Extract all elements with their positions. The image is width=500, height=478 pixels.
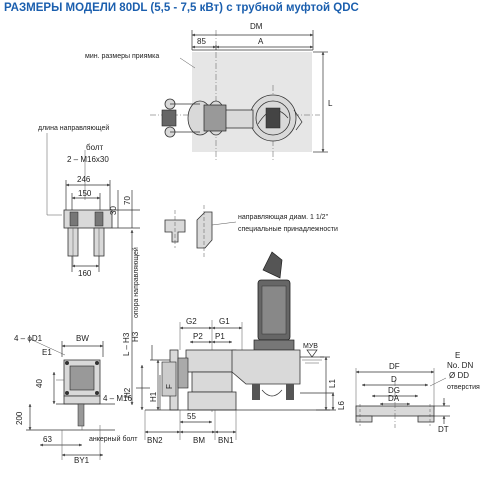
flange-view (355, 368, 450, 428)
dim-200: 200 (15, 411, 24, 425)
discharge-elbow (185, 349, 237, 373)
label-m16: 4 – M16 (103, 394, 132, 403)
dim-40: 40 (35, 379, 44, 388)
guide-bracket-view (46, 133, 140, 405)
dim-bn2: BN2 (147, 436, 163, 445)
dim-70: 70 (123, 196, 132, 205)
dim-dm: DM (250, 22, 263, 31)
dim-g1: G1 (219, 317, 230, 326)
top-view (150, 30, 328, 160)
label-muv: МУВ (303, 343, 318, 350)
label-by1: BY1 (74, 456, 90, 465)
dim-f: F (165, 384, 174, 389)
label-holes: отверстия (447, 384, 480, 391)
dim-h1: H1 (149, 391, 158, 402)
discharge-pipe (224, 109, 254, 129)
label-bw: BW (76, 334, 89, 343)
page-title: РАЗМЕРЫ МОДЕЛИ 80DL (5,5 - 7,5 кВт) с тр… (4, 2, 359, 14)
dim-da: DA (388, 394, 400, 403)
label-accessories: специальные принадлежности (238, 226, 338, 233)
dim-160: 160 (78, 269, 92, 278)
cable-entry (262, 251, 283, 279)
base-foot-view (26, 338, 115, 460)
label-dd: Ø DD (449, 371, 469, 380)
dim-bm: BM (193, 436, 205, 445)
dim-dt: DT (438, 425, 449, 434)
label-bolt: болт (86, 143, 104, 152)
pit-outline (192, 52, 312, 152)
label-l-h3: L – H3 (122, 332, 131, 356)
dim-55: 55 (187, 412, 196, 421)
dim-63: 63 (43, 435, 52, 444)
dim-p1: P1 (215, 332, 225, 341)
label-guide-len: длина направляющей (38, 124, 109, 132)
label-no-dn: No. DN (447, 361, 473, 370)
dim-bn1: BN1 (218, 436, 234, 445)
dim-dg: DG (388, 386, 400, 395)
dim-h3: H3 (131, 331, 140, 342)
side-view (136, 251, 336, 440)
dim-g2: G2 (186, 317, 197, 326)
pump-volute (231, 349, 301, 385)
dim-p2: P2 (193, 332, 203, 341)
dim-246: 246 (77, 175, 91, 184)
dim-d: D (391, 375, 397, 384)
dim-30: 30 (109, 206, 118, 215)
accessories-view (164, 205, 237, 258)
label-bolt-spec: 2 – M16x30 (67, 155, 109, 164)
label-e: E (455, 351, 460, 360)
dim-150: 150 (78, 189, 92, 198)
label-anchor: анкерный болт (89, 435, 138, 443)
label-min-pit: мин. размеры приямка (85, 53, 159, 60)
label-guide-support: опора направляющей (132, 247, 140, 318)
dim-85: 85 (197, 37, 206, 46)
dim-h2: H2 (123, 387, 132, 398)
dim-a: A (258, 37, 264, 46)
label-guide-dia: направляющая диам. 1 1/2" (238, 214, 329, 221)
dim-l1: L1 (328, 379, 337, 388)
label-d1: 4 – ϕD1 (14, 334, 43, 343)
dim-l6: L6 (337, 401, 346, 410)
dim-df: DF (389, 362, 400, 371)
dim-l: L (328, 99, 333, 108)
label-e1: E1 (42, 348, 52, 357)
